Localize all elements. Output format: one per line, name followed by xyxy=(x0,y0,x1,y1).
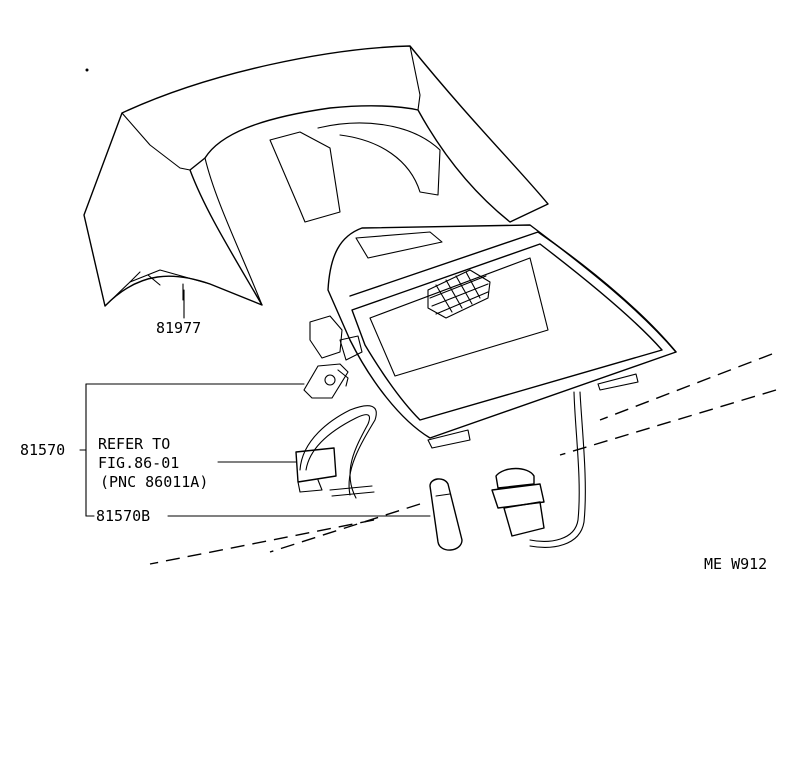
label-pnc-ref: (PNC 86011A) xyxy=(100,473,208,491)
leader-lines xyxy=(79,289,431,517)
guide-lines xyxy=(149,353,777,565)
lamp-housing xyxy=(309,224,677,449)
dot-mark xyxy=(85,68,89,72)
cable xyxy=(529,391,586,548)
wedge-bulb xyxy=(429,478,463,551)
label-refer-to: REFER TO xyxy=(98,435,170,453)
figure-code: ME W912 xyxy=(704,555,767,573)
bulb-socket xyxy=(491,467,545,537)
bracket xyxy=(303,363,349,399)
label-81570b: 81570B xyxy=(96,507,150,525)
lamp-cover xyxy=(83,45,549,307)
label-81570: 81570 xyxy=(20,441,65,459)
wire-harness xyxy=(295,405,377,499)
label-fig-ref: FIG.86-01 xyxy=(98,454,179,472)
label-81977: 81977 xyxy=(156,319,201,337)
